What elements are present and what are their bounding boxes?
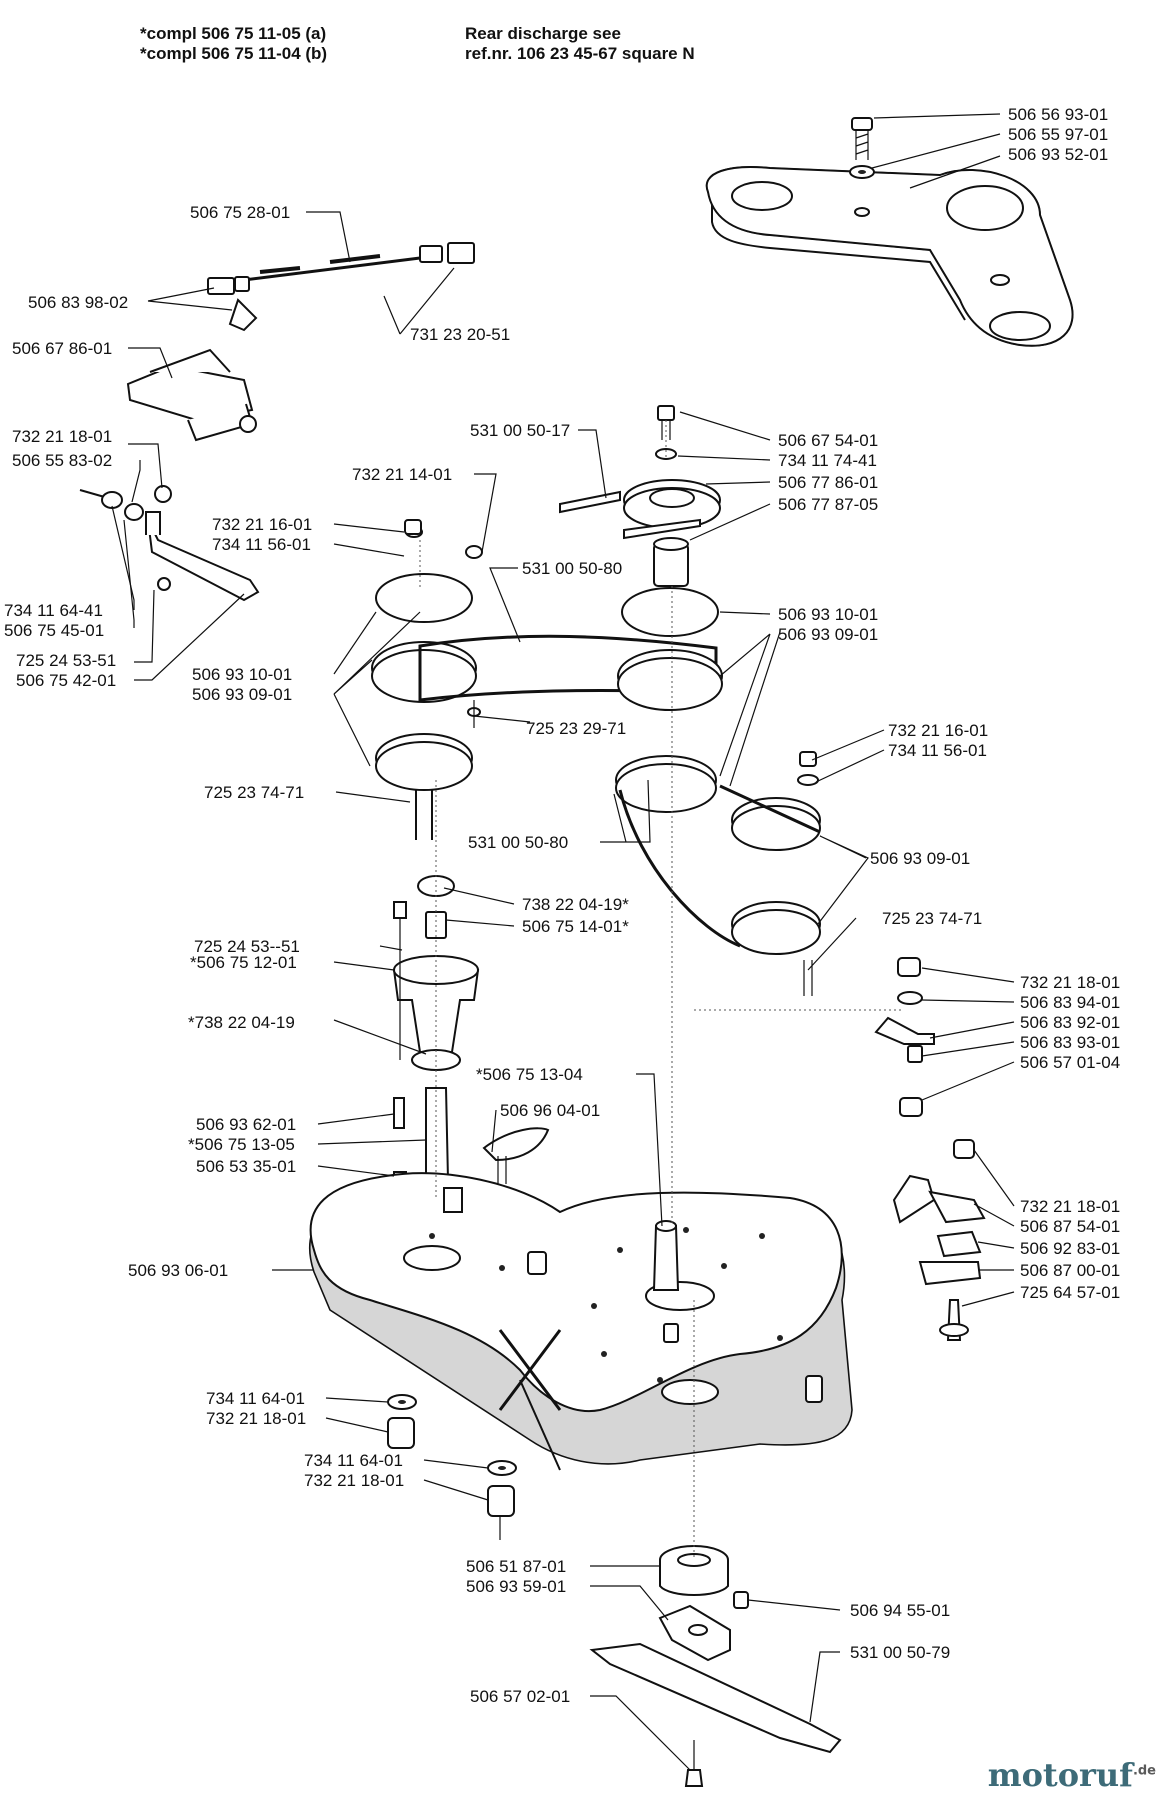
part-label: 506 93 52-01 (1008, 145, 1108, 164)
part-label: 506 67 54-01 (778, 431, 878, 450)
part-label: 725 64 57-01 (1020, 1283, 1120, 1302)
part-label: 506 93 62-01 (196, 1115, 296, 1134)
part-label: *506 75 13-04 (476, 1065, 583, 1084)
part-label: 732 21 18-01 (206, 1409, 306, 1428)
part-label: 531 00 50-80 (468, 833, 568, 852)
gear-cluster-center (467, 587, 723, 728)
part-label: 734 11 56-01 (212, 535, 311, 554)
compl-a-note: *compl 506 75 11-05 (a) (140, 24, 327, 43)
mower-deck-part (309, 1172, 853, 1471)
part-label: 506 92 83-01 (1020, 1239, 1120, 1258)
part-label: 732 21 14-01 (352, 465, 452, 484)
part-label: 506 96 04-01 (500, 1101, 600, 1120)
part-label: 506 75 45-01 (4, 621, 104, 640)
part-label: 732 21 18-01 (304, 1471, 404, 1490)
part-label: 738 22 04-19* (522, 895, 629, 914)
watermark-name: motoruf (987, 1756, 1133, 1794)
part-label: 725 24 53--51 (194, 937, 300, 956)
part-label: 506 67 86-01 (12, 339, 112, 358)
right-hardware-upper (874, 957, 935, 1117)
part-label: 531 00 50-80 (522, 559, 622, 578)
part-label: 506 94 55-01 (850, 1601, 950, 1620)
part-label: 506 56 93-01 (1008, 105, 1108, 124)
part-label: 506 83 92-01 (1020, 1013, 1120, 1032)
part-label: 506 93 06-01 (128, 1261, 228, 1280)
cable-rod-part (207, 242, 475, 332)
part-label: 725 23 74-71 (204, 783, 304, 802)
part-label: 506 93 10-01 (778, 605, 878, 624)
part-label: 506 93 09-01 (192, 685, 292, 704)
part-label: 506 93 59-01 (466, 1577, 566, 1596)
part-label: 725 23 74-71 (882, 909, 982, 928)
part-label: 725 23 29-71 (526, 719, 626, 738)
part-label: 731 23 20-51 (410, 325, 510, 344)
part-label: 506 75 14-01* (522, 917, 629, 936)
part-label: 506 57 02-01 (470, 1687, 570, 1706)
compl-b-note: *compl 506 75 11-04 (b) (140, 44, 328, 63)
clip-part (482, 1127, 550, 1184)
top-pulley-part (559, 405, 721, 587)
belt-cover-part (705, 117, 1074, 347)
part-label: 732 21 18-01 (1020, 1197, 1120, 1216)
part-label: *738 22 04-19 (188, 1013, 295, 1032)
motoruf-watermark: motoruf.de (988, 1756, 1156, 1794)
part-label: *506 75 13-05 (188, 1135, 295, 1154)
part-label: 734 11 64-01 (304, 1451, 403, 1470)
part-label: 732 21 18-01 (12, 427, 112, 446)
part-label: 506 55 83-02 (12, 451, 112, 470)
part-label: 506 53 35-01 (196, 1157, 296, 1176)
part-label: 506 75 42-01 (16, 671, 116, 690)
part-label: 734 11 74-41 (778, 451, 877, 470)
gear-cluster-right (615, 751, 821, 996)
watermark-suffix: .de (1132, 1763, 1156, 1779)
part-label: *506 75 12-01 (190, 953, 297, 972)
part-label: 734 11 64-01 (206, 1389, 305, 1408)
part-label: 506 77 87-05 (778, 495, 878, 514)
assembly-axes (419, 420, 695, 1560)
rear-discharge-note-line2: ref.nr. 106 23 45-67 square N (465, 44, 695, 63)
bracket-part (126, 348, 257, 442)
part-label: 506 83 93-01 (1020, 1033, 1120, 1052)
part-labels: 506 56 93-01 506 55 97-01 506 93 52-01 5… (4, 105, 1120, 1706)
part-label: 506 75 28-01 (190, 203, 290, 222)
part-label: 734 11 56-01 (888, 741, 987, 760)
part-label: 506 83 98-02 (28, 293, 128, 312)
part-label: 506 93 10-01 (192, 665, 292, 684)
lower-left-hardware (387, 1394, 517, 1540)
part-label: 506 83 94-01 (1020, 993, 1120, 1012)
part-label: 506 57 01-04 (1020, 1053, 1120, 1072)
linkage-part (79, 485, 260, 602)
part-label: 725 24 53-51 (16, 651, 116, 670)
blade-assembly (589, 1545, 842, 1787)
part-label: 506 93 09-01 (778, 625, 878, 644)
part-label: 732 21 16-01 (212, 515, 312, 534)
part-label: 506 77 86-01 (778, 473, 878, 492)
right-hardware-lower (892, 1139, 986, 1341)
rear-discharge-note-line1: Rear discharge see (465, 24, 621, 43)
part-label: 732 21 16-01 (888, 721, 988, 740)
gear-cluster-left (371, 519, 483, 840)
part-label: 506 51 87-01 (466, 1557, 566, 1576)
part-label: 506 87 54-01 (1020, 1217, 1120, 1236)
part-label: 531 00 50-17 (470, 421, 570, 440)
part-label: 506 87 00-01 (1020, 1261, 1120, 1280)
leader-lines (111, 113, 1015, 1771)
part-label: 732 21 18-01 (1020, 973, 1120, 992)
part-label: 734 11 64-41 (4, 601, 103, 620)
part-label: 506 93 09-01 (870, 849, 970, 868)
part-label: 531 00 50-79 (850, 1643, 950, 1662)
part-label: 506 55 97-01 (1008, 125, 1108, 144)
